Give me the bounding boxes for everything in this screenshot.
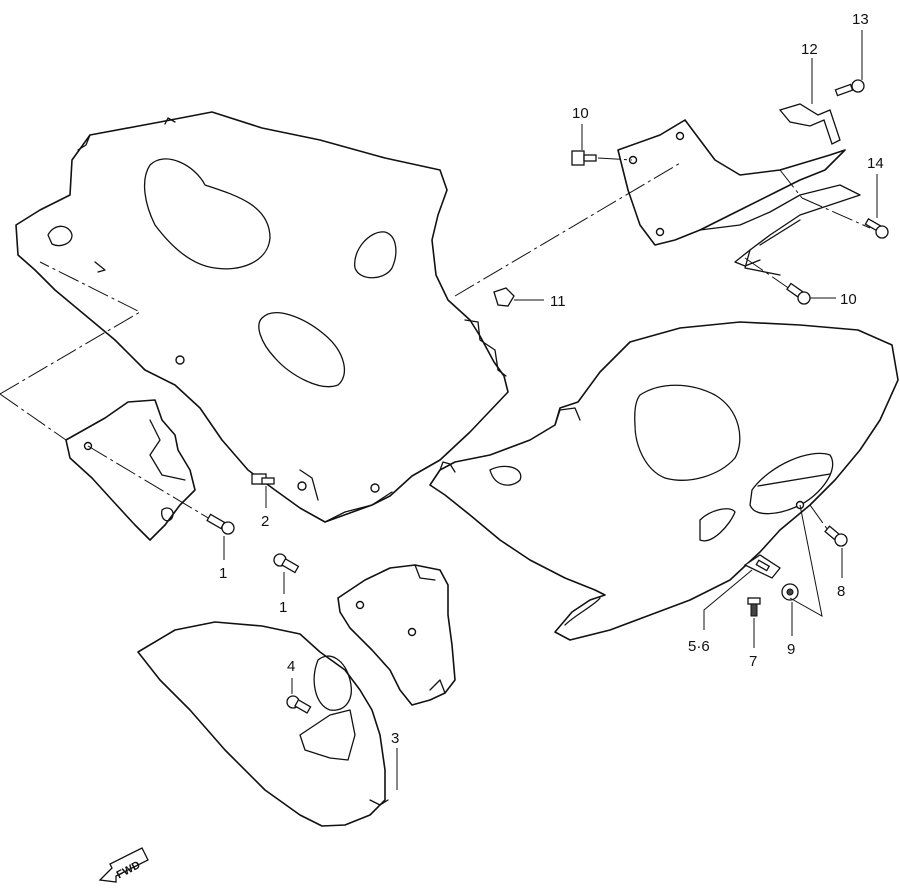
bolt-4[interactable] (286, 695, 312, 714)
screw-7[interactable] (747, 597, 761, 617)
callout-1-lower: 1 (279, 599, 287, 616)
bolt-13[interactable] (834, 79, 865, 97)
callout-10-upper: 10 (572, 105, 589, 122)
bolt-1-upper[interactable] (206, 513, 235, 535)
left-lower-cowling-panel[interactable] (15, 111, 509, 523)
inner-side-panel[interactable] (337, 564, 456, 706)
fwd-arrow-icon: FWD (98, 847, 149, 883)
callout-10-lower: 10 (840, 291, 857, 308)
left-inner-bracket[interactable] (65, 399, 196, 541)
callout-14: 14 (867, 155, 884, 172)
bolt-2[interactable] (251, 473, 275, 485)
callout-13: 13 (852, 11, 869, 28)
callout-3: 3 (391, 730, 399, 747)
assembly-leader-lines (0, 157, 871, 541)
clip-5-6[interactable] (743, 554, 781, 579)
callout-8: 8 (837, 583, 845, 600)
callout-11: 11 (550, 293, 566, 310)
nut-11[interactable] (493, 287, 515, 307)
callout-7: 7 (749, 653, 757, 670)
right-lower-cowling-panel[interactable] (429, 321, 899, 641)
callout-9: 9 (787, 641, 795, 658)
callout-4: 4 (287, 658, 295, 675)
inner-fender-panel[interactable] (137, 621, 389, 827)
right-upper-bracket-panel[interactable] (617, 119, 861, 276)
callout-leaders (223, 30, 878, 790)
bolt-14[interactable] (864, 218, 889, 239)
bolt-10-upper[interactable] (571, 150, 597, 166)
bolt-1-lower[interactable] (273, 553, 300, 574)
nut-9[interactable] (781, 583, 799, 601)
callout-12: 12 (801, 41, 818, 58)
bolt-10-lower[interactable] (786, 282, 811, 305)
callout-2: 2 (261, 513, 269, 530)
callout-5-6: 5·6 (688, 638, 710, 655)
bracket-12[interactable] (778, 103, 841, 145)
bolt-8[interactable] (824, 525, 848, 547)
callout-1-upper: 1 (219, 565, 227, 582)
